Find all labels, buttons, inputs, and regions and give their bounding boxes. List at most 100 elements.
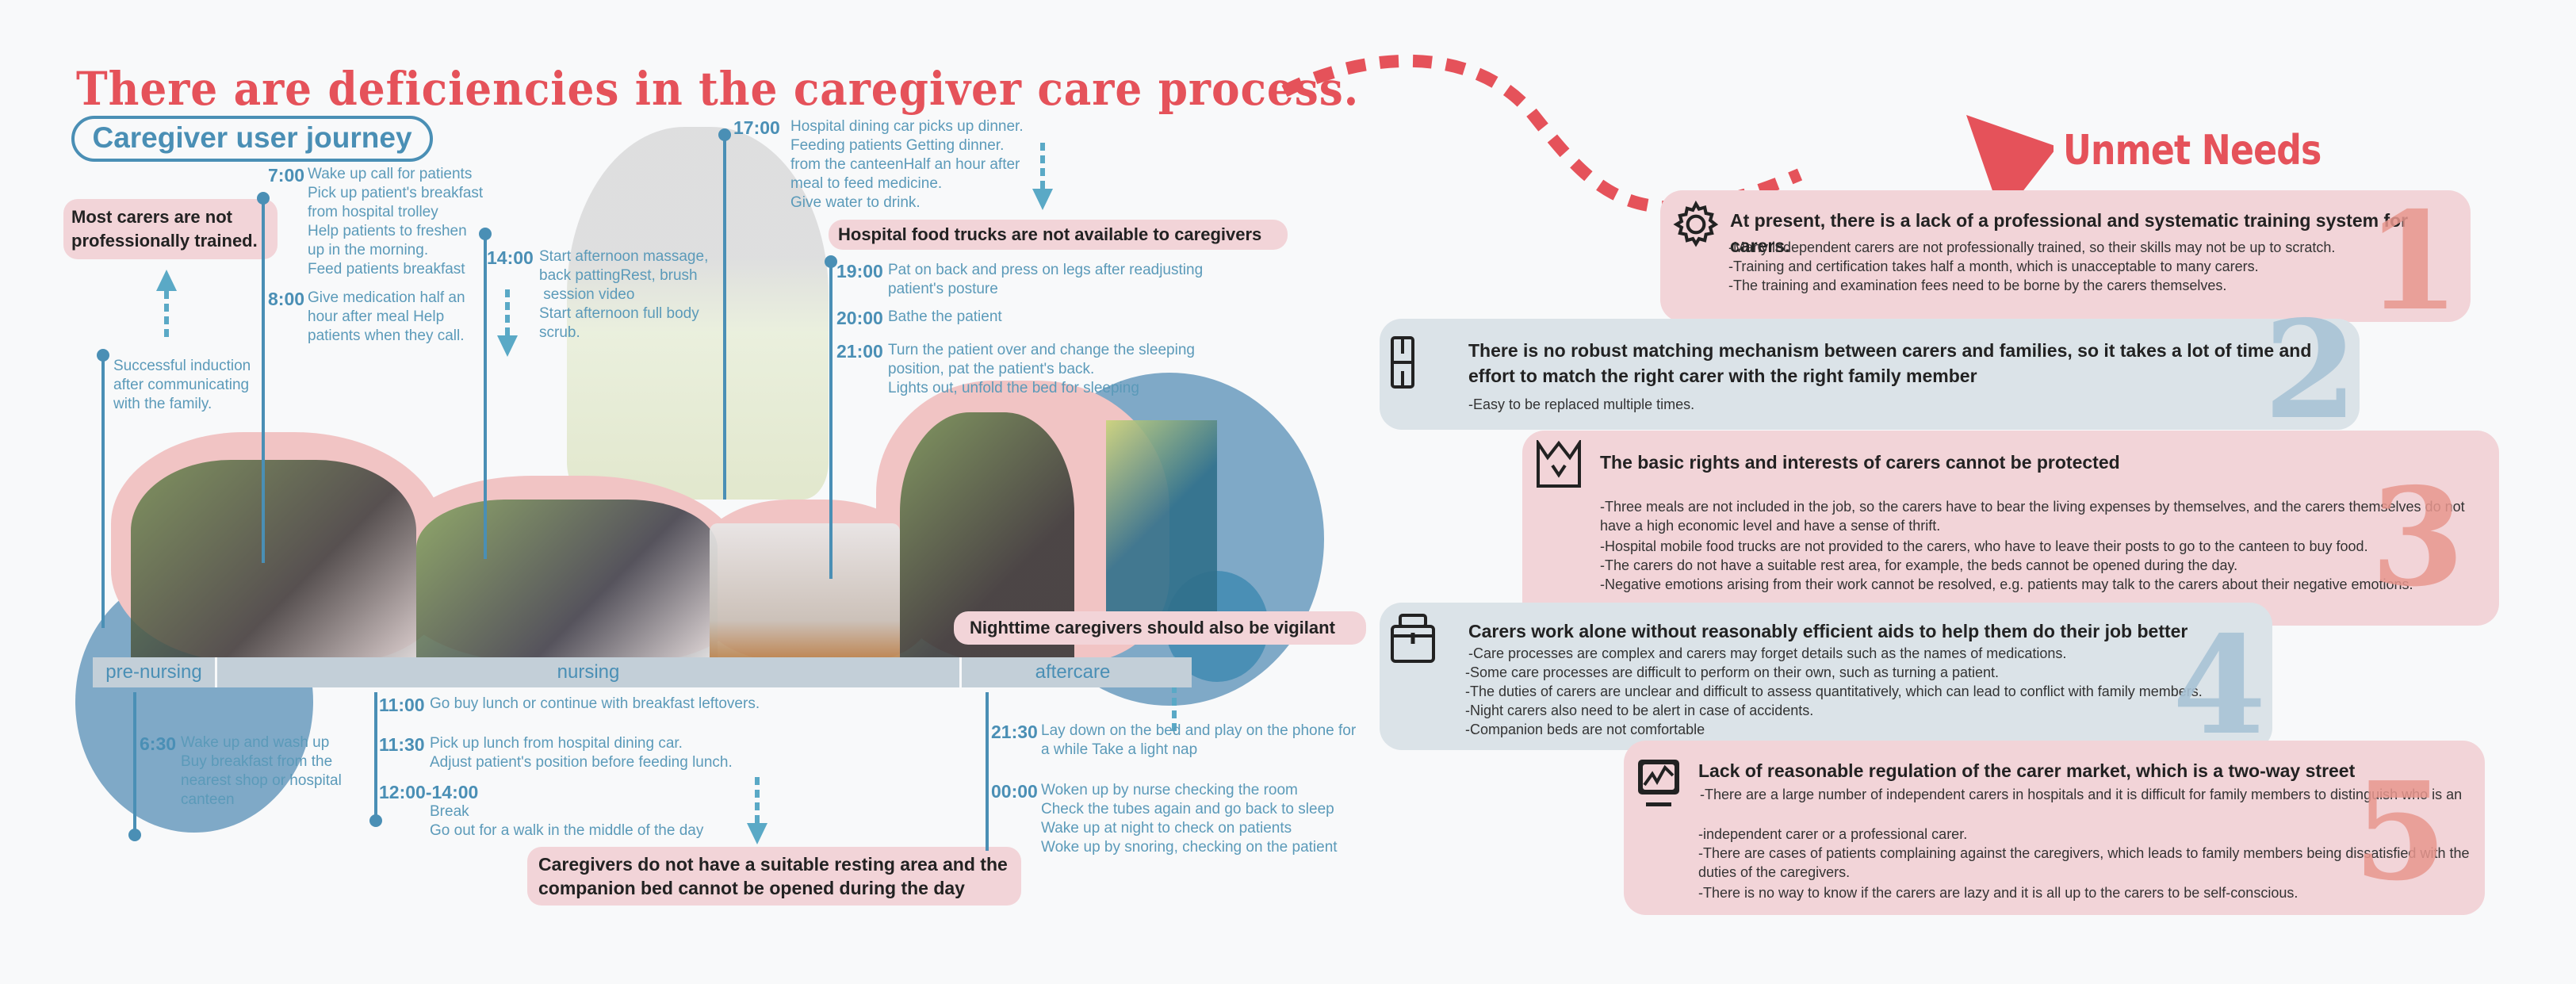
timeline-text-1200: Break Go out for a walk in the middle of… bbox=[430, 803, 704, 839]
need-3-point-2: -Hospital mobile food trucks are not pro… bbox=[1600, 538, 2368, 554]
photo-folding-bed bbox=[1106, 420, 1217, 618]
arrow-down-rest bbox=[747, 777, 767, 844]
timeline-line-1900 bbox=[829, 262, 833, 579]
need-1-point-1: -Many independent carers are not profess… bbox=[1728, 239, 2336, 255]
timeline-text-1100: Go buy lunch or continue with breakfast … bbox=[430, 695, 760, 712]
timeline-induction-text: Successful induction after communicating… bbox=[113, 358, 251, 412]
phase-bar: pre-nursing nursing aftercare bbox=[93, 657, 1192, 687]
timeline-dot-1400 bbox=[479, 228, 492, 240]
photo-hospital-bed bbox=[710, 523, 900, 662]
pain-point-resting-area: Caregivers do not have a suitable restin… bbox=[527, 847, 1021, 906]
caregiver-portrait bbox=[567, 127, 829, 500]
need-2-point-1: -Easy to be replaced multiple times. bbox=[1468, 396, 1695, 412]
timeline-time-1900: 19:00 bbox=[836, 261, 883, 281]
phase-pre-nursing[interactable]: pre-nursing bbox=[93, 657, 217, 687]
timeline-time-0800: 8:00 bbox=[268, 289, 305, 309]
page-title: There are deficiencies in the caregiver … bbox=[76, 62, 1360, 116]
need-3-point-3: -The carers do not have a suitable rest … bbox=[1600, 557, 2238, 573]
need-3-point-1: -Three meals are not included in the job… bbox=[1600, 499, 2465, 534]
need-card-5: Lack of reasonable regulation of the car… bbox=[1624, 741, 2485, 915]
need-3-point-4: -Negative emotions arising from their wo… bbox=[1600, 576, 2413, 592]
timeline-time-0000: 00:00 bbox=[991, 781, 1038, 802]
timeline-line-0630 bbox=[133, 692, 136, 835]
photo-people-1 bbox=[131, 460, 416, 662]
timeline-dot-0700 bbox=[257, 192, 270, 205]
timeline-text-2100: Turn the patient over and change the sle… bbox=[888, 342, 1195, 396]
timeline-text-1900: Pat on back and press on legs after read… bbox=[888, 262, 1204, 297]
need-3-number: 3 bbox=[2371, 458, 2465, 617]
need-4-point-2: -Some care processes are difficult to pe… bbox=[1465, 664, 2000, 680]
need-5-number: 5 bbox=[2353, 752, 2448, 911]
need-4-point-4: -Night carers also need to be alert in c… bbox=[1465, 703, 1814, 718]
need-4-point-1: -Care processes are complex and carers m… bbox=[1468, 645, 2067, 661]
crown-icon bbox=[1535, 440, 1583, 489]
unmet-needs-title: Unmet Needs bbox=[2063, 127, 2321, 174]
need-3-title: The basic rights and interests of carers… bbox=[1600, 452, 2120, 473]
toolbox-icon bbox=[1389, 612, 1437, 664]
photo-collage bbox=[75, 127, 1324, 833]
timeline-dot-1700 bbox=[718, 128, 731, 141]
timeline-time-1700: 17:00 bbox=[733, 117, 780, 138]
need-card-3: The basic rights and interests of carers… bbox=[1522, 431, 2499, 626]
need-4-point-3: -The duties of carers are unclear and di… bbox=[1465, 683, 2203, 699]
timeline-text-2000: Bathe the patient bbox=[888, 308, 1002, 325]
timeline-text-0700: Wake up call for patients Pick up patien… bbox=[308, 166, 484, 278]
need-5-point-2: -independent carer or a professional car… bbox=[1698, 826, 1968, 842]
need-5-point-3: -There are cases of patients complaining… bbox=[1698, 845, 2470, 880]
timeline-time-2100: 21:00 bbox=[836, 341, 883, 362]
timeline-time-2000: 20:00 bbox=[836, 308, 883, 328]
timeline-dot-induction bbox=[97, 349, 109, 362]
timeline-text-1130: Pick up lunch from hospital dining car. … bbox=[430, 735, 733, 771]
need-card-2: There is no robust matching mechanism be… bbox=[1380, 303, 2360, 438]
need-5-point-4: -There is no way to know if the carers a… bbox=[1698, 885, 2298, 901]
timeline-text-0630: Wake up and wash up Buy breakfast from t… bbox=[181, 734, 342, 808]
need-2-number: 2 bbox=[2264, 291, 2358, 450]
timeline-time-0700: 7:00 bbox=[268, 165, 305, 186]
timeline-line-1400 bbox=[484, 234, 487, 559]
timeline-text-1700: Hospital dining car picks up dinner. Fee… bbox=[790, 118, 1024, 211]
need-card-1: At present, there is a lack of a profess… bbox=[1660, 190, 2471, 329]
need-card-4: Carers work alone without reasonably eff… bbox=[1380, 603, 2272, 765]
pain-point-not-trained: Most carers are not professionally train… bbox=[63, 199, 278, 259]
timeline-time-2130: 21:30 bbox=[991, 722, 1038, 742]
need-1-title: At present, there is a lack of a profess… bbox=[1730, 210, 2409, 256]
need-1-number: 1 bbox=[2366, 182, 2460, 341]
gear-icon bbox=[1671, 200, 1721, 249]
pain-point-nighttime: Nighttime caregivers should also be vigi… bbox=[954, 611, 1366, 645]
timeline-line-aftercare bbox=[986, 692, 989, 851]
timeline-text-0800: Give medication half an hour after meal … bbox=[308, 289, 465, 344]
need-1-point-2: -Training and certification takes half a… bbox=[1728, 258, 2259, 274]
phase-nursing[interactable]: nursing bbox=[217, 657, 962, 687]
phase-aftercare[interactable]: aftercare bbox=[1035, 661, 1111, 683]
photo-people-2 bbox=[416, 500, 718, 662]
monitor-chart-icon bbox=[1636, 758, 1681, 810]
need-5-point-1: -There are a large number of independent… bbox=[1700, 787, 2463, 802]
timeline-dot-0630 bbox=[128, 829, 141, 841]
timeline-time-0630: 6:30 bbox=[140, 733, 177, 754]
need-5-title: Lack of reasonable regulation of the car… bbox=[1698, 760, 2356, 781]
journey-label: Caregiver user journey bbox=[71, 116, 433, 162]
need-4-point-5: -Companion beds are not comfortable bbox=[1465, 722, 1705, 737]
timeline-line-0700 bbox=[262, 198, 265, 563]
matching-icon bbox=[1391, 336, 1414, 389]
arrow-up-not-trained bbox=[156, 270, 177, 337]
arrow-down-1400 bbox=[497, 289, 518, 357]
timeline-text-0000: Woken up by nurse checking the room Chec… bbox=[1041, 782, 1338, 856]
timeline-time-1400: 14:00 bbox=[487, 247, 534, 268]
timeline-dot-1900 bbox=[825, 255, 837, 268]
timeline-line-1700 bbox=[723, 135, 726, 500]
timeline-dot-1100 bbox=[369, 814, 382, 827]
timeline-time-1200: 12:00-14:00 bbox=[379, 782, 479, 802]
timeline-line-induction bbox=[101, 354, 105, 628]
timeline-line-1100 bbox=[374, 692, 377, 819]
pain-point-food-trucks: Hospital food trucks are not available t… bbox=[829, 220, 1288, 250]
need-2-title: There is no robust matching mechanism be… bbox=[1468, 340, 2312, 386]
need-4-number: 4 bbox=[2172, 607, 2267, 765]
timeline-time-1100: 11:00 bbox=[379, 695, 425, 715]
timeline-text-2130: Lay down on the bed and play on the phon… bbox=[1041, 722, 1357, 758]
timeline-text-1400: Start afternoon massage, back pattingRes… bbox=[539, 248, 709, 341]
timeline-time-1130: 11:30 bbox=[379, 734, 425, 755]
need-4-title: Carers work alone without reasonably eff… bbox=[1468, 621, 2188, 641]
arrow-down-food bbox=[1032, 143, 1053, 210]
need-1-point-3: -The training and examination fees need … bbox=[1728, 278, 2227, 293]
